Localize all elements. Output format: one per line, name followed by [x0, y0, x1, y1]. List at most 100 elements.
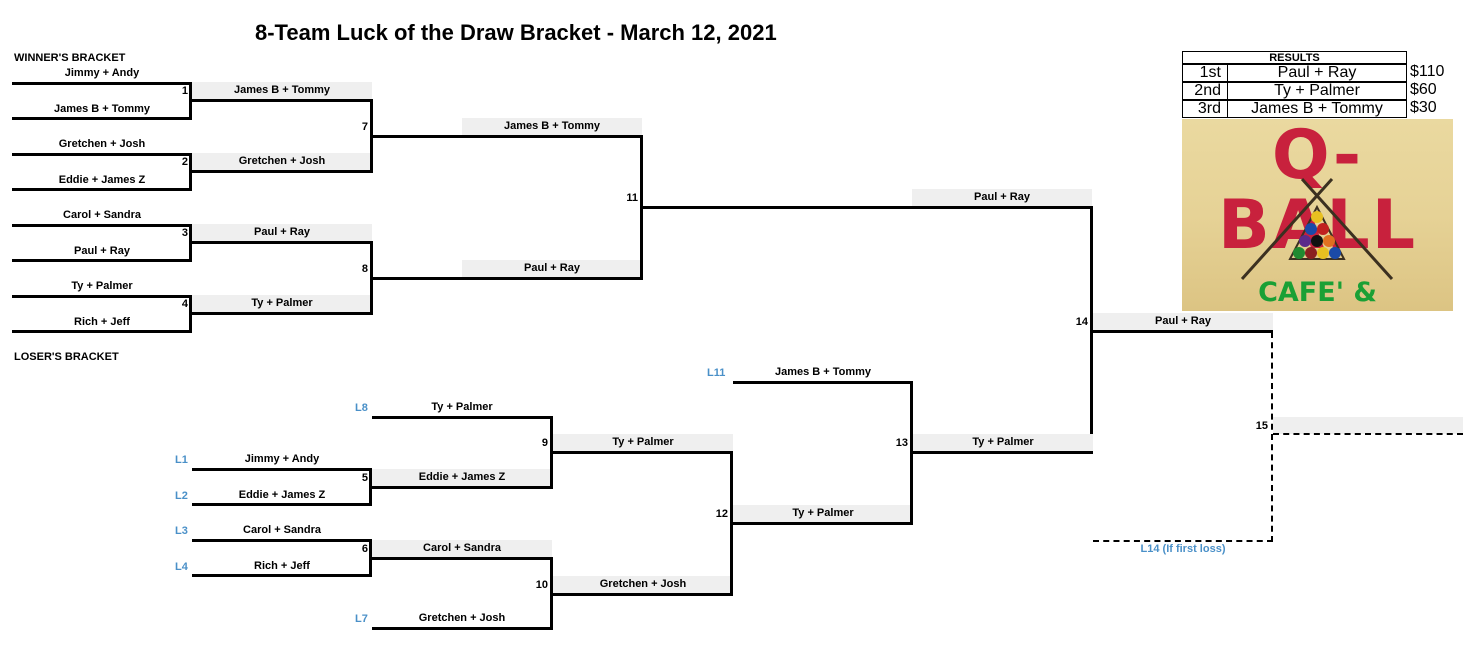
- team-slot: Eddie + James Z: [372, 469, 552, 486]
- team-slot: [1273, 417, 1463, 434]
- logo-subtitle: CAFE' & BILLIARDS: [1238, 277, 1397, 311]
- results-row: 1st Paul + Ray $110: [1182, 64, 1444, 82]
- results-place: 3rd: [1182, 100, 1228, 118]
- bracket-line: [192, 503, 372, 506]
- loser-reference: L8: [355, 402, 368, 414]
- game-number: 11: [626, 192, 638, 204]
- bracket-line: [553, 451, 733, 454]
- bracket-line: [1090, 206, 1093, 454]
- winners-bracket-label: WINNER'S BRACKET: [14, 52, 126, 64]
- team-slot: Gretchen + Josh: [418, 612, 506, 624]
- team-slot: James B + Tommy: [462, 118, 642, 135]
- bracket-dashed-line: [1273, 433, 1463, 435]
- team-slot: Gretchen + Josh: [553, 576, 733, 593]
- team-slot: James B + Tommy: [192, 82, 372, 99]
- game-number: 15: [1255, 420, 1268, 432]
- bracket-line: [192, 539, 372, 542]
- team-slot: Paul + Ray: [912, 189, 1092, 206]
- team-slot: Eddie + James Z: [58, 174, 146, 186]
- game-number: 8: [361, 263, 368, 275]
- results-team: James B + Tommy: [1227, 100, 1407, 118]
- bracket-line: [640, 135, 643, 280]
- bracket-line: [910, 381, 913, 525]
- bracket-line: [372, 416, 553, 419]
- results-header: RESULTS: [1182, 51, 1407, 64]
- bracket-line: [192, 574, 372, 577]
- bracket-line: [12, 224, 192, 227]
- results-team: Paul + Ray: [1227, 64, 1407, 82]
- game-number: 1: [181, 85, 188, 97]
- bracket-line: [12, 259, 192, 262]
- bracket-line: [372, 627, 553, 630]
- loser-reference: L3: [175, 525, 188, 537]
- page-title: 8-Team Luck of the Draw Bracket - March …: [255, 20, 777, 45]
- team-slot: Ty + Palmer: [733, 505, 913, 522]
- team-slot: Paul + Ray: [462, 260, 642, 277]
- results-row: 3rd James B + Tommy $30: [1182, 100, 1437, 118]
- game-number: 13: [895, 437, 908, 449]
- bracket-line: [733, 522, 913, 525]
- team-slot: Ty + Palmer: [431, 401, 493, 413]
- team-slot: Gretchen + Josh: [192, 153, 372, 170]
- qball-logo: Q-BALL CAFE' & BILLIARDS: [1182, 119, 1453, 311]
- team-slot: Jimmy + Andy: [244, 453, 320, 465]
- bracket-line: [550, 416, 553, 489]
- bracket-line: [550, 557, 553, 630]
- game-number: 4: [181, 298, 188, 310]
- bracket-line: [1093, 330, 1273, 333]
- team-slot: Carol + Sandra: [63, 209, 141, 221]
- game-number: 6: [361, 543, 368, 555]
- bracket-line: [372, 486, 553, 489]
- bracket-dashed-line: [1271, 332, 1273, 542]
- l14-note: L14 (If first loss): [1140, 543, 1226, 555]
- bracket-line: [369, 539, 372, 577]
- bracket-line: [192, 170, 373, 173]
- bracket-line: [189, 224, 192, 262]
- game-number: 2: [181, 156, 188, 168]
- results-place: 2nd: [1182, 82, 1228, 100]
- bracket-line: [373, 277, 643, 280]
- team-slot: Carol + Sandra: [243, 524, 321, 536]
- loser-reference: L11: [707, 367, 726, 379]
- game-number: 7: [361, 121, 368, 133]
- bracket-line: [369, 468, 372, 506]
- game-number: 14: [1075, 316, 1088, 328]
- bracket-line: [370, 99, 373, 173]
- team-slot: Rich + Jeff: [74, 316, 130, 328]
- team-slot: Ty + Palmer: [913, 434, 1093, 451]
- bracket-dashed-line: [1093, 540, 1273, 542]
- results-prize: $110: [1410, 63, 1445, 80]
- team-slot: Ty + Palmer: [553, 434, 733, 451]
- bracket-line: [730, 451, 733, 596]
- team-slot: Jimmy + Andy: [64, 67, 140, 79]
- bracket-line: [189, 153, 192, 191]
- bracket-line: [913, 451, 1093, 454]
- bracket-line: [192, 241, 373, 244]
- team-slot: Ty + Palmer: [192, 295, 372, 312]
- bracket-line: [373, 135, 643, 138]
- bracket-line: [12, 117, 192, 120]
- team-slot: Ty + Palmer: [71, 280, 133, 292]
- game-number: 12: [715, 508, 728, 520]
- team-slot: Paul + Ray: [1093, 313, 1273, 330]
- loser-reference: L2: [175, 490, 188, 502]
- bracket-line: [12, 330, 192, 333]
- bracket-line: [12, 188, 192, 191]
- game-number: 3: [181, 227, 188, 239]
- team-slot: Gretchen + Josh: [58, 138, 146, 150]
- bracket-line: [643, 206, 1093, 209]
- results-prize: $60: [1410, 81, 1437, 98]
- game-number: 10: [535, 579, 548, 591]
- logo-title: Q-BALL: [1217, 119, 1418, 265]
- bracket-line: [12, 295, 192, 298]
- results-team: Ty + Palmer: [1227, 82, 1407, 100]
- bracket-line: [192, 99, 373, 102]
- losers-bracket-label: LOSER'S BRACKET: [14, 351, 119, 363]
- results-place: 1st: [1182, 64, 1228, 82]
- team-slot: Paul + Ray: [74, 245, 130, 257]
- bracket-line: [12, 82, 192, 85]
- loser-reference: L1: [175, 454, 188, 466]
- bracket-line: [189, 295, 192, 333]
- bracket-line: [12, 153, 192, 156]
